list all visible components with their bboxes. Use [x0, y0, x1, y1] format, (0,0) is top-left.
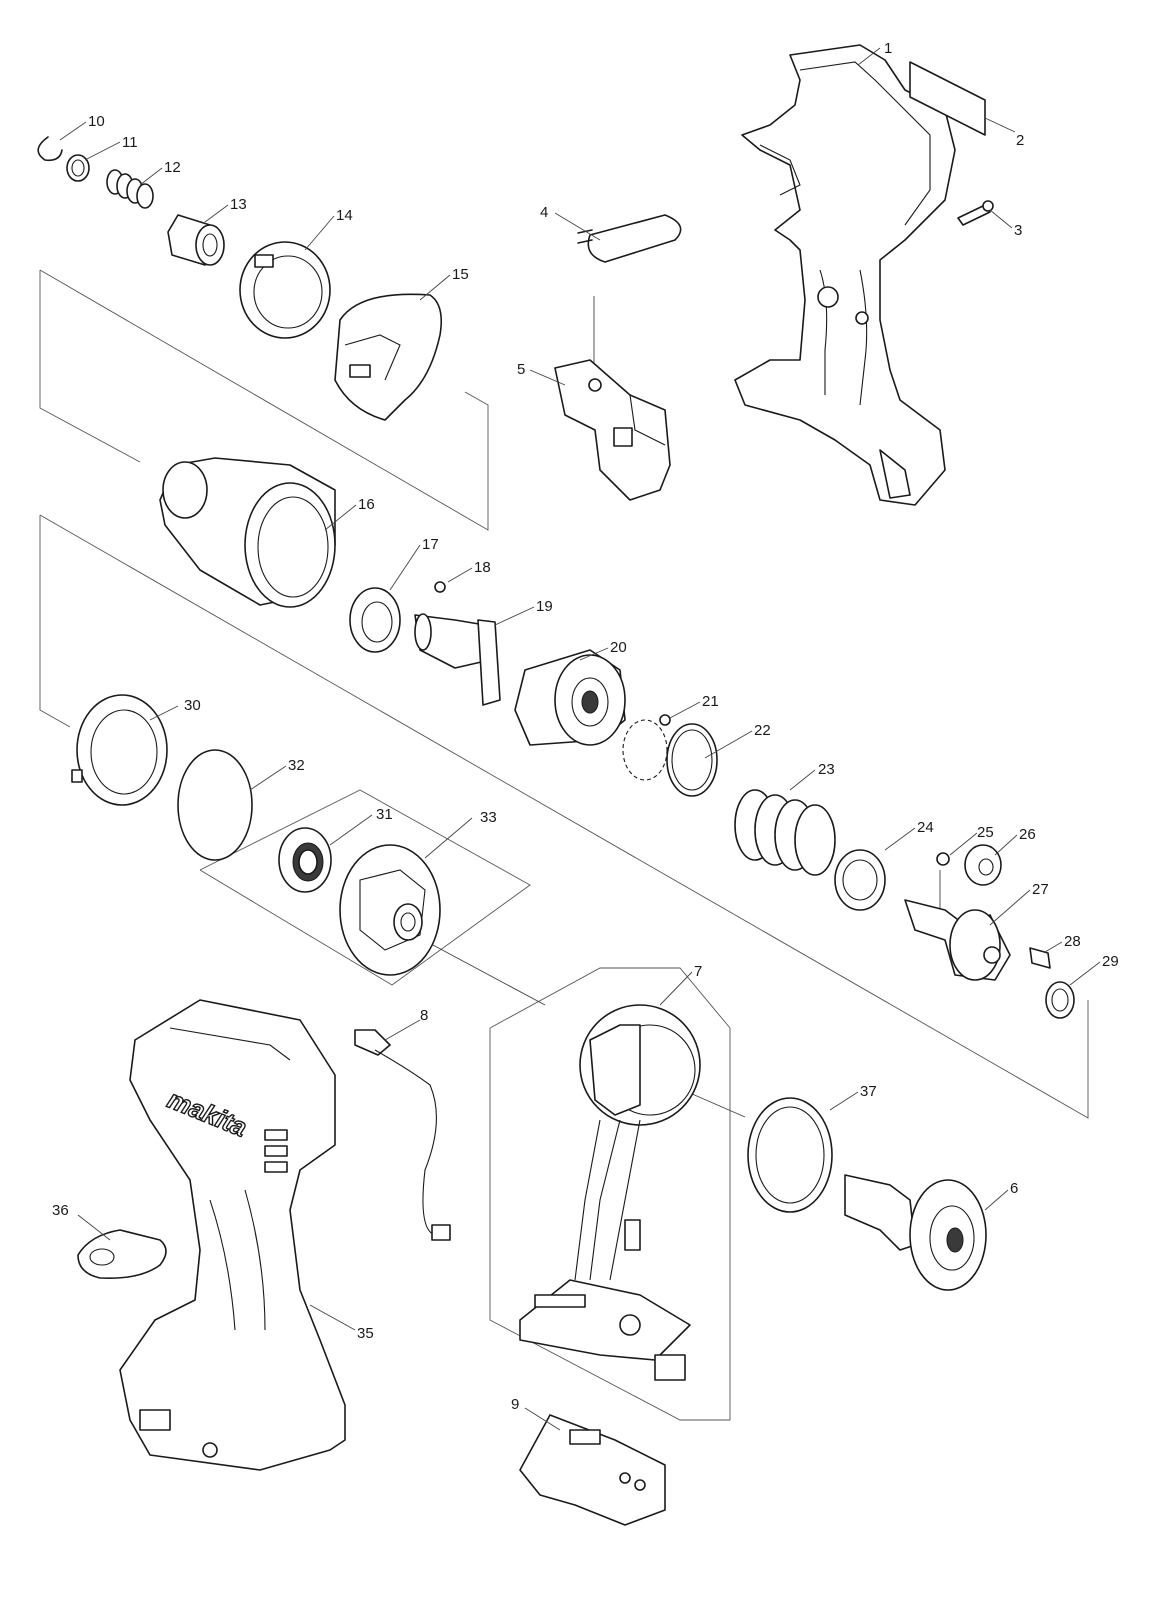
- part-switch-lever: [577, 214, 682, 263]
- part-gear: [964, 844, 1002, 886]
- label-part-15: 15: [452, 266, 469, 283]
- part-bumper-cover: [334, 293, 443, 421]
- label-part-10: 10: [88, 113, 105, 130]
- label-leaders: [59, 47, 1101, 1431]
- label-part-9: 9: [511, 1396, 519, 1413]
- label-part-8: 8: [420, 1007, 428, 1024]
- part-flat-washer: [349, 587, 401, 653]
- part-o-ring: [177, 749, 253, 861]
- part-sleeve: [167, 214, 225, 266]
- part-pin: [1029, 947, 1051, 969]
- part-spindle: [904, 899, 1011, 981]
- part-flat-washer-large: [666, 723, 718, 797]
- label-part-3: 3: [1014, 222, 1022, 239]
- label-part-25: 25: [977, 824, 994, 841]
- label-part-1: 1: [884, 40, 892, 57]
- part-led-cover: [77, 1229, 167, 1280]
- label-part-29: 29: [1102, 953, 1119, 970]
- label-part-35: 35: [357, 1325, 374, 1342]
- label-part-30: 30: [184, 697, 201, 714]
- label-part-36: 36: [52, 1202, 69, 1219]
- part-sensor-wire: [354, 1029, 451, 1241]
- part-retaining-ring: [37, 136, 63, 162]
- label-part-24: 24: [917, 819, 934, 836]
- part-compression-spring: [734, 789, 836, 876]
- part-ring-cap: [239, 241, 331, 339]
- part-ball-bearing: [278, 827, 332, 893]
- part-housing-set: makita: [119, 999, 346, 1471]
- part-number-labels: 1 2 3 4 5 6 7 8 9 10 11 12 13 14 15 16 1…: [52, 40, 1119, 1413]
- part-hammer: [514, 649, 626, 746]
- label-part-22: 22: [754, 722, 771, 739]
- part-gear-housing: [339, 844, 441, 976]
- part-housing-right: [734, 44, 956, 506]
- label-part-5: 5: [517, 361, 525, 378]
- part-switch: [554, 359, 671, 501]
- part-terminal: [519, 1414, 666, 1526]
- label-part-14: 14: [336, 207, 353, 224]
- part-insulation-washer: [747, 1097, 833, 1213]
- label-part-32: 32: [288, 757, 305, 774]
- label-part-18: 18: [474, 559, 491, 576]
- part-hammer-case: [159, 457, 336, 608]
- label-part-31: 31: [376, 806, 393, 823]
- label-part-6: 6: [1010, 1180, 1018, 1197]
- part-spring-retainer: [834, 849, 886, 911]
- label-part-21: 21: [702, 693, 719, 710]
- part-steel-ball-ring: [622, 714, 671, 781]
- part-ring-nut: [71, 694, 168, 806]
- part-rotor: [844, 1174, 987, 1291]
- part-steel-ball-small: [434, 581, 446, 593]
- label-part-23: 23: [818, 761, 835, 778]
- part-stator-controller: [519, 1004, 701, 1381]
- label-part-33: 33: [480, 809, 497, 826]
- label-part-12: 12: [164, 159, 181, 176]
- label-part-2: 2: [1016, 132, 1024, 149]
- part-label-plate: [909, 61, 986, 136]
- label-part-17: 17: [422, 536, 439, 553]
- label-part-7: 7: [694, 963, 702, 980]
- part-washer-small: [66, 154, 90, 182]
- label-part-28: 28: [1064, 933, 1081, 950]
- label-part-4: 4: [540, 204, 548, 221]
- label-part-11: 11: [122, 134, 138, 151]
- label-part-20: 20: [610, 639, 627, 656]
- label-part-19: 19: [536, 598, 553, 615]
- label-part-13: 13: [230, 196, 247, 213]
- part-washer-end: [1045, 981, 1075, 1019]
- label-part-16: 16: [358, 496, 375, 513]
- part-screw: [957, 200, 994, 226]
- part-anvil: [414, 613, 501, 706]
- part-spring-small: [106, 169, 154, 209]
- label-part-27: 27: [1032, 881, 1049, 898]
- label-part-37: 37: [860, 1083, 877, 1100]
- part-steel-ball: [936, 852, 950, 866]
- label-part-26: 26: [1019, 826, 1036, 843]
